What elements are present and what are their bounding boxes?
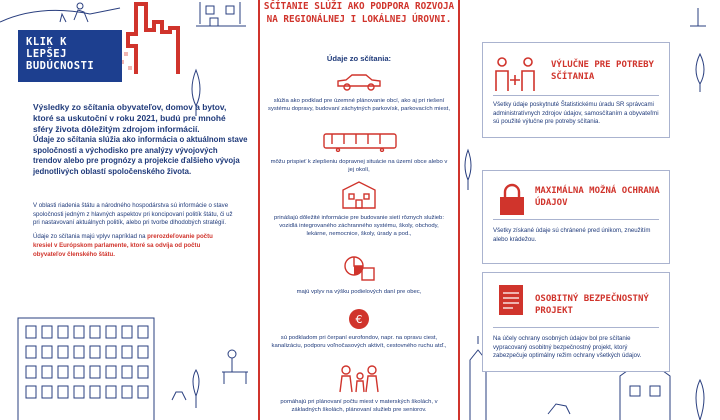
hero-badge: KLIK K LEPŠEJ BUDÚCNOSTI (18, 30, 122, 82)
left-body: V oblasti riadenia štátu a národného hos… (33, 202, 233, 264)
center-item-5: sú podkladom pri čerpaní eurofondov, nap… (271, 335, 447, 350)
intro-text: Výsledky zo sčítania obyvateľov, domov a… (33, 102, 248, 177)
card-exclusive-use-text: Všetky údaje poskytnuté Štatistickému úr… (493, 101, 659, 126)
euro-icon: € (349, 309, 369, 329)
center-item-6: pomáhajú pri plánovaní počtu miest v mat… (280, 399, 438, 414)
building-icon (342, 181, 376, 209)
svg-text:€: € (356, 313, 363, 326)
tram-icon (323, 133, 397, 152)
chart-house-icon (344, 256, 375, 281)
center-item-1: slúžia ako podklad pre územné plánovanie… (268, 98, 450, 113)
family-icon (339, 365, 379, 393)
intro-lead: Výsledky zo sčítania obyvateľov, domov a… (33, 102, 227, 134)
card-security-project: OSOBITNÝ BEZPEČNOSTNÝ PROJEKT Na účely o… (482, 272, 670, 372)
center-subtitle: Údaje zo sčítania: (326, 54, 392, 63)
center-item-3: prinášajú dôležité informácie pre budova… (274, 215, 444, 238)
card-exclusive-use: VÝLUČNE PRE POTREBY SČÍTANIA Všetky údaj… (482, 42, 670, 138)
center-title: SČÍTANIE SLÚŽI AKO PODPORA ROZVOJA NA RE… (263, 1, 455, 25)
card-data-protection-text: Všetky získané údaje sú chránené pred ún… (493, 227, 651, 243)
intro-body: Údaje zo sčítania slúžia ako informácia … (33, 135, 248, 176)
left-paragraph-2: Údaje zo sčítania majú vplyv napríklad n… (33, 233, 233, 259)
center-item-4: majú vplyv na výšku podielových daní pre… (296, 289, 422, 295)
pointer-hand-icon (120, 2, 180, 74)
left-paragraph-1: V oblasti riadenia štátu a národného hos… (33, 202, 233, 227)
card-exclusive-use-title: VÝLUČNE PRE POTREBY SČÍTANIA (551, 60, 654, 82)
document-icon (499, 285, 523, 315)
card-data-protection-title: MAXIMÁLNA MOŽNÁ OCHRANA ÚDAJOV (535, 186, 660, 208)
people-plus-icon (495, 57, 535, 91)
lock-icon (500, 183, 524, 215)
center-panel (258, 0, 460, 420)
car-icon (337, 74, 381, 91)
left-paragraph-2-highlight: prerozdeľovanie počtu kresiel v Európsko… (33, 233, 213, 258)
card-data-protection: MAXIMÁLNA MOŽNÁ OCHRANA ÚDAJOV Všetky zí… (482, 170, 670, 264)
left-paragraph-2-start: Údaje zo sčítania majú vplyv napríklad n… (33, 233, 148, 241)
center-item-2: môžu prispieť k zlepšeniu dopravnej situ… (270, 159, 448, 174)
card-security-project-text: Na účely ochrany osobných údajov bol pre… (493, 335, 642, 360)
card-security-project-title: OSOBITNÝ BEZPEČNOSTNÝ PROJEKT (535, 294, 649, 316)
